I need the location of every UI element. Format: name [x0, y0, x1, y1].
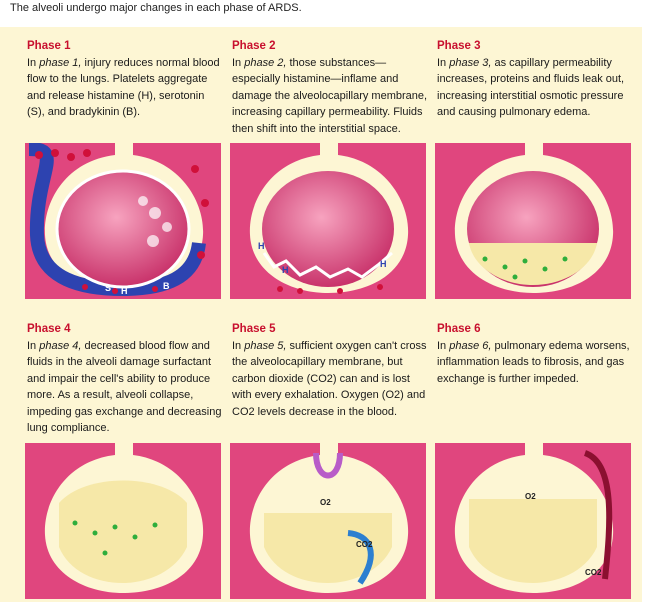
phase-5-label-o2: O2	[320, 498, 331, 507]
phase-2-text: In phase 2, those substances—especially …	[232, 57, 428, 135]
phase-2-title: Phase 2	[232, 40, 276, 52]
phase-2-label-h2: H	[282, 265, 289, 275]
phase-4-cell: Phase 4 In phase 4, decreased blood flow…	[27, 323, 223, 436]
phase-5-title: Phase 5	[232, 323, 276, 335]
phase-5-cell: Phase 5 In phase 5, sufficient oxygen ca…	[232, 323, 428, 420]
phase-4-text: In phase 4, decreased blood flow and flu…	[27, 340, 222, 435]
phase-1-label-h: H	[121, 286, 128, 296]
phase-3-illustration	[435, 143, 631, 299]
phase-1-cell: Phase 1 In phase 1, injury reduces norma…	[27, 40, 223, 121]
phase-1-text: In phase 1, injury reduces normal blood …	[27, 57, 220, 119]
phase-1-illustration: S H B	[25, 143, 221, 299]
phase-2-label-h3: H	[380, 259, 387, 269]
phase-2-cell: Phase 2 In phase 2, those substances—esp…	[232, 40, 428, 137]
phase-1-label-b: B	[163, 281, 170, 291]
phase-6-label-co2: CO2	[585, 568, 602, 577]
phase-6-title: Phase 6	[437, 323, 481, 335]
phase-6-label-o2: O2	[525, 492, 536, 501]
phase-3-text: In phase 3, as capillary permeability in…	[437, 57, 625, 119]
phase-2-illustration: H H H	[230, 143, 426, 299]
phase-6-text: In phase 6, pulmonary edema worsens, inf…	[437, 340, 630, 385]
phase-3-cell: Phase 3 In phase 3, as capillary permeab…	[437, 40, 633, 121]
phase-5-illustration: O2 CO2	[230, 443, 426, 599]
phase-5-label-co2: CO2	[356, 540, 373, 549]
phase-6-cell: Phase 6 In phase 6, pulmonary edema wors…	[437, 323, 633, 387]
phase-1-title: Phase 1	[27, 40, 71, 52]
figure-caption: The alveoli undergo major changes in eac…	[10, 2, 302, 14]
phase-2-label-h1: H	[258, 241, 265, 251]
phase-4-illustration	[25, 443, 221, 599]
phase-1-label-s: S	[105, 283, 111, 293]
phase-4-title: Phase 4	[27, 323, 71, 335]
phase-3-title: Phase 3	[437, 40, 481, 52]
phase-6-illustration: O2 CO2	[435, 443, 631, 599]
phase-5-text: In phase 5, sufficient oxygen can't cros…	[232, 340, 427, 418]
